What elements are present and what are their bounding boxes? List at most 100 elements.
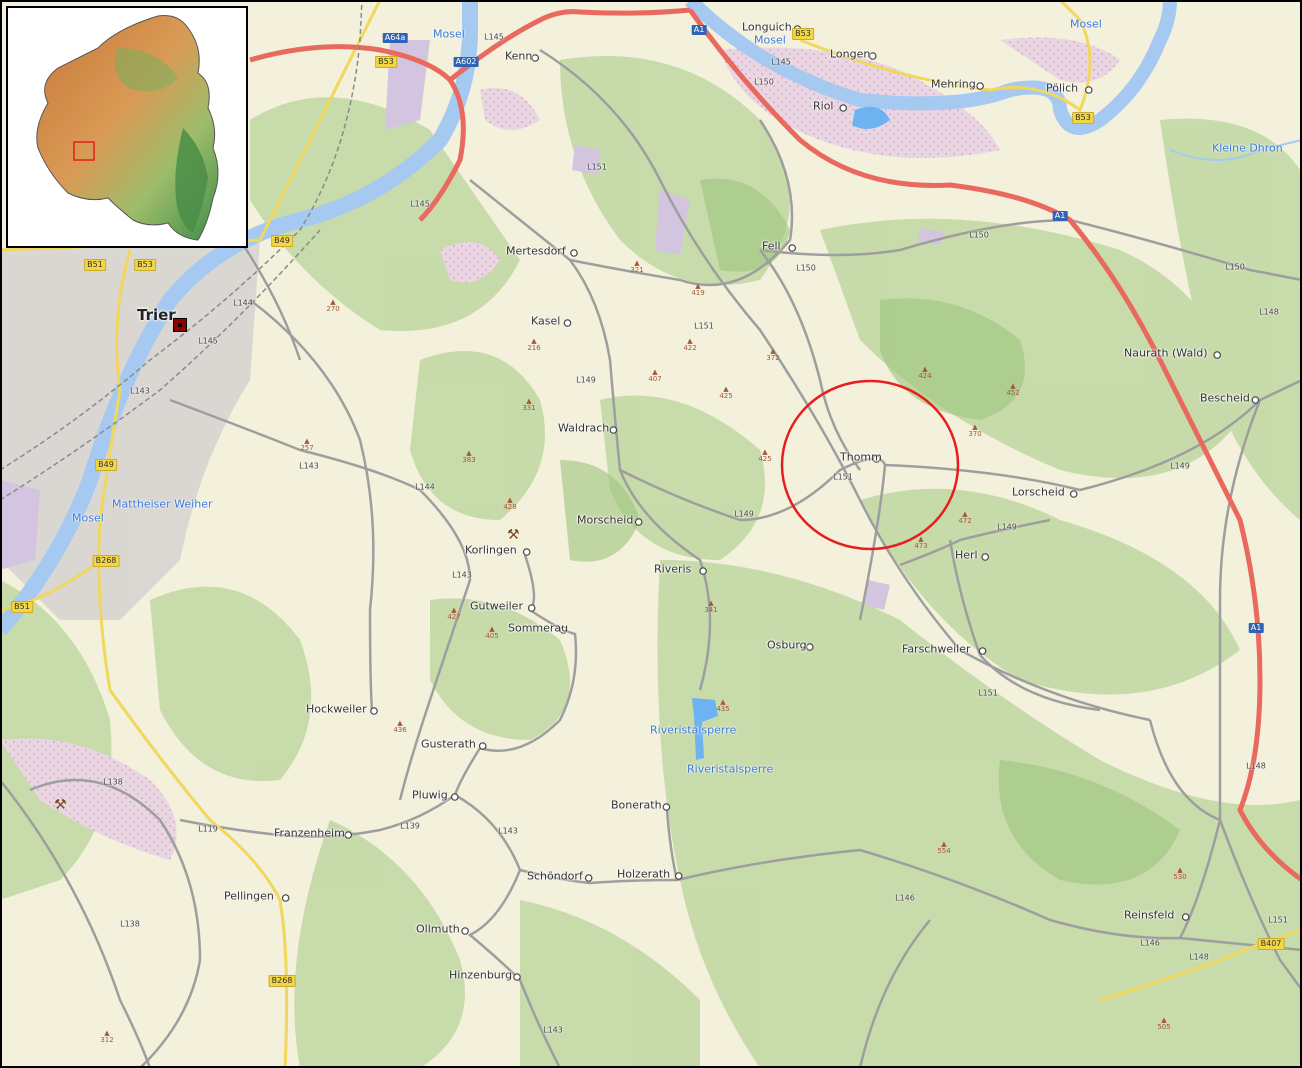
settlement-dot-mehring <box>976 82 984 90</box>
elevation-value: 341 <box>704 606 718 614</box>
place-label-morscheid: Morscheid <box>577 513 634 527</box>
water-label: Mattheiser Weiher <box>112 497 213 511</box>
peak-triangle-icon: ▲ <box>466 449 472 457</box>
settlement-dot-pellingen <box>281 894 290 902</box>
elevation-label: ▲331 <box>522 397 536 413</box>
place-label-hinzenburg: Hinzenburg <box>449 968 513 982</box>
place-label-thomm: Thomm <box>840 450 882 464</box>
peak-triangle-icon: ▲ <box>1010 382 1016 390</box>
road-label-l144: L144 <box>415 482 435 492</box>
settlement-dot-farschweiler <box>978 647 987 655</box>
elevation-value: 257 <box>300 444 314 452</box>
road-shield-b268: B268 <box>92 555 120 567</box>
elevation-value: 428 <box>503 503 517 511</box>
settlement-dot-mertesdorf <box>570 249 578 257</box>
road-shield-b49: B49 <box>271 235 293 247</box>
settlement-dot-thomm <box>872 455 881 463</box>
peak-triangle-icon: ▲ <box>1177 866 1183 874</box>
elevation-label: ▲257 <box>300 438 314 453</box>
elevation-label: ▲370 <box>968 424 982 439</box>
road-label-l148: L148 <box>1259 307 1279 317</box>
settlement-dot-ollmuth <box>461 927 469 935</box>
road-shield-a1: A1 <box>1052 211 1068 221</box>
elevation-value: 370 <box>968 430 982 438</box>
elevation-label: ▲530 <box>1173 866 1187 882</box>
place-label-farschweiler: Farschweiler <box>902 642 971 656</box>
road-shield-b51: B51 <box>11 601 33 613</box>
road-label-l149: L149 <box>997 522 1017 532</box>
road-label-l151: L151 <box>587 162 607 172</box>
road-label-l144: L144 <box>233 298 253 308</box>
road-label-l143: L143 <box>543 1025 563 1035</box>
peak-triangle-icon: ▲ <box>922 365 928 373</box>
road-label-l138: L138 <box>120 919 140 929</box>
mine-icon: ⚒ <box>54 797 67 813</box>
road-shield-b407: B407 <box>1257 938 1285 950</box>
elevation-label: ▲216 <box>527 338 540 353</box>
peak-triangle-icon: ▲ <box>708 599 714 607</box>
elevation-value: 435 <box>716 705 730 713</box>
elevation-label: ▲422 <box>683 337 696 353</box>
place-label-bonerath: Bonerath <box>611 798 662 812</box>
elevation-label: ▲436 <box>393 719 406 735</box>
peak-triangle-icon: ▲ <box>526 397 532 405</box>
place-label-polich: Pölich <box>1046 81 1079 95</box>
water-label: Mosel <box>754 33 786 47</box>
peak-triangle-icon: ▲ <box>397 719 403 727</box>
settlement-dot-gusterath <box>478 742 487 750</box>
road-shield-b53: B53 <box>375 56 397 68</box>
settlement-dot-riveris <box>699 567 707 575</box>
settlement-dot-holzerath <box>674 872 683 880</box>
road-label-l146: L146 <box>895 893 915 903</box>
settlement-dot-kenn <box>531 54 540 62</box>
elevation-value: 331 <box>522 404 536 412</box>
water-label: Kleine Dhron <box>1212 141 1283 155</box>
place-label-osburg: Osburg <box>767 638 807 652</box>
elevation-value: 530 <box>1173 873 1187 881</box>
settlement-dot-kasel <box>563 319 572 327</box>
settlement-dot-lorscheid <box>1069 490 1078 498</box>
road-label-l143: L143 <box>452 570 472 580</box>
rhineland-palatinate-outline <box>36 15 219 241</box>
road-label-l150: L150 <box>796 263 816 273</box>
elevation-value: 427 <box>447 613 461 621</box>
elevation-label: ▲554 <box>937 841 950 856</box>
peak-triangle-icon: ▲ <box>762 448 768 456</box>
settlement-dot-schondorf <box>584 874 593 882</box>
road-shield-b53: B53 <box>1072 112 1094 124</box>
elevation-label: ▲407 <box>648 369 661 384</box>
place-label-herl: Herl <box>955 548 978 562</box>
road-label-l148: L148 <box>1189 952 1209 962</box>
road-label-l151: L151 <box>1268 915 1288 925</box>
elevation-label: ▲505 <box>1157 1017 1171 1032</box>
elevation-label: ▲270 <box>326 299 339 314</box>
place-label-longuich: Longuich <box>742 20 792 34</box>
elevation-label: ▲341 <box>704 599 718 615</box>
elevation-value: 321 <box>630 266 644 274</box>
place-label-mehring: Mehring <box>931 77 976 91</box>
settlement-dot-bonerath <box>662 803 671 811</box>
settlement-dot-korlingen <box>522 548 531 556</box>
elevation-value: 505 <box>1157 1023 1171 1031</box>
place-label-longen: Longen <box>830 47 871 61</box>
place-label-gutweiler: Gutweiler <box>470 599 523 613</box>
road-shield-a602: A602 <box>453 57 479 67</box>
road-shield-a1: A1 <box>1248 623 1264 633</box>
mine-icon: ⚒ <box>507 527 520 543</box>
road-label-l143: L143 <box>498 826 518 836</box>
peak-triangle-icon: ▲ <box>507 496 513 504</box>
road-shield-a64a: A64a <box>382 33 408 43</box>
water-label: Mosel <box>1070 17 1102 31</box>
peak-triangle-icon: ▲ <box>104 1029 110 1037</box>
place-label-bescheid: Bescheid <box>1200 391 1250 405</box>
settlement-dot-osburg <box>805 643 814 651</box>
peak-triangle-icon: ▲ <box>720 698 726 706</box>
place-label-sommerau: Sommerau <box>508 621 569 635</box>
place-label-naurath: Naurath (Wald) <box>1124 346 1208 360</box>
elevation-label: ▲472 <box>958 511 971 526</box>
water-label: Mosel <box>72 511 104 525</box>
place-label-holzerath: Holzerath <box>617 867 671 881</box>
elevation-value: 473 <box>914 542 928 550</box>
peak-triangle-icon: ▲ <box>687 337 693 345</box>
